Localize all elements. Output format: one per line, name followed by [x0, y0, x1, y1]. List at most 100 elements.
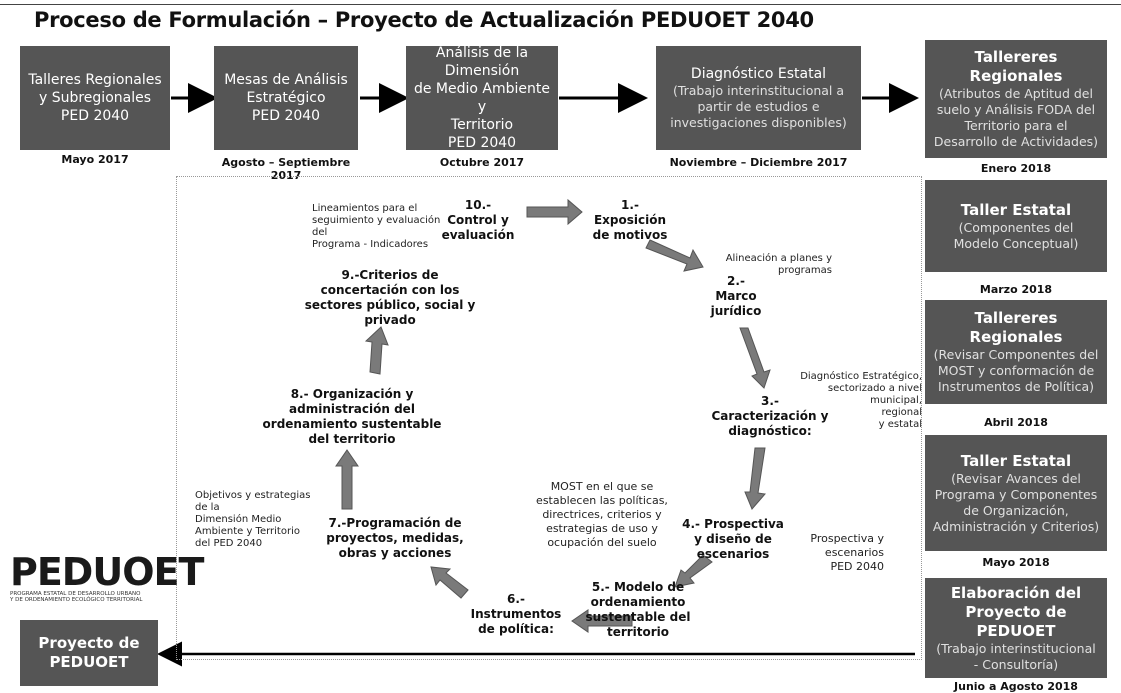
box-line: de Organización,: [963, 502, 1069, 518]
note-line: Programa - Indicadores: [312, 239, 429, 250]
box-diagnostico-estatal: Diagnóstico Estatal (Trabajo interinstit…: [656, 46, 861, 150]
step-line: y diseño de: [694, 532, 772, 546]
note-most: MOST en el que se establecen las polític…: [524, 480, 680, 550]
note-alineacion: Alineación a planes y programas: [712, 253, 832, 277]
step-line: sustentable del: [585, 610, 691, 624]
date-label: Enero 2018: [980, 162, 1052, 175]
step-7: 7.-Programación de proyectos, medidas, o…: [320, 516, 470, 561]
box-line: PEDUOET: [49, 653, 129, 671]
note-line: sectorizado a nivel municipal,: [827, 383, 922, 406]
note-line: estrategias de uso y: [546, 522, 658, 535]
note-line: Lineamientos para el: [312, 203, 418, 214]
note-line: Objetivos y estrategias: [195, 490, 311, 501]
note-line: Alineación a planes y: [725, 253, 832, 264]
box-heading: Elaboración del: [950, 583, 1082, 602]
peduoet-logo: PEDUOET PROGRAMA ESTATAL DE DESARROLLO U…: [10, 550, 204, 603]
box-line: Administración y Criterios): [932, 518, 1100, 534]
box-line: PED 2040: [251, 108, 321, 124]
step-line: de política:: [478, 622, 554, 636]
step-line: administración del: [289, 402, 415, 416]
logo-wordmark: PEDUOET: [10, 550, 204, 594]
step-line: de motivos: [592, 228, 668, 242]
box-heading: Tallereres Regionales: [969, 48, 1063, 85]
cycle-arrow-7-8: [335, 449, 359, 510]
note-line: ocupación del suelo: [547, 536, 657, 549]
note-line: establecen las políticas,: [536, 494, 668, 507]
note-line: Ambiente y Territorio: [195, 526, 300, 537]
box-heading: Taller Estatal: [960, 451, 1072, 470]
step-9: 9.-Criterios de concertación con los sec…: [300, 268, 480, 328]
date-label: Noviembre – Diciembre 2017: [669, 156, 848, 169]
note-line: escenarios: [824, 546, 884, 559]
box-line: investigaciones disponibles): [670, 115, 847, 130]
box-line: suelo y Análisis FODA del: [936, 102, 1096, 117]
note-line: PED 2040: [830, 560, 884, 573]
date-label: Junio a Agosto 2018: [954, 680, 1078, 693]
step-line: ordenamiento sustentable: [262, 417, 442, 431]
box-line: Modelo Conceptual): [953, 235, 1079, 251]
note-line: Dimensión Medio: [195, 514, 282, 525]
step-line: Marco: [715, 289, 757, 303]
box-elaboracion-proyecto: Elaboración del Proyecto de PEDUOET (Tra…: [925, 578, 1107, 678]
step-line: del territorio: [308, 432, 396, 446]
logo-caption: Y DE ORDENAMIENTO ECOLÓGICO TERRITORIAL: [10, 597, 143, 603]
note-line: MOST en el que se: [550, 480, 654, 493]
box-line: Desarrollo de Actividades): [933, 134, 1099, 149]
step-line: 9.-Criterios de: [341, 268, 439, 282]
box-line: - Consultoría): [973, 656, 1059, 672]
step-line: obras y acciones: [338, 546, 452, 560]
step-8: 8.- Organización y administración del or…: [262, 387, 442, 447]
box-line: (Atributos de Aptitud del: [939, 86, 1093, 101]
box-line: PED 2040: [447, 135, 517, 151]
box-line: Programa y Componentes: [934, 486, 1098, 502]
note-lineamientos: Lineamientos para el seguimiento y evalu…: [312, 203, 442, 251]
date-label: Agosto – Septiembre 2017: [221, 156, 351, 182]
box-line: Talleres Regionales: [28, 72, 162, 88]
box-line: (Componentes del: [958, 219, 1074, 235]
box-line: Estratégico: [246, 90, 326, 106]
step-line: 4.- Prospectiva: [682, 517, 784, 531]
step-6: 6.- Instrumentos de política:: [466, 592, 566, 637]
step-line: Caracterización y: [711, 409, 829, 423]
step-line: 3.-: [761, 394, 779, 408]
step-line: Exposición: [593, 213, 667, 227]
box-taller-estatal-mayo: Taller Estatal (Revisar Avances del Prog…: [925, 435, 1107, 551]
logo-caption: PROGRAMA ESTATAL DE DESARROLLO URBANO: [10, 591, 141, 597]
box-heading: Tallereres Regionales: [969, 309, 1063, 346]
cycle-arrow-3-4: [744, 447, 766, 510]
step-5: 5.- Modelo de ordenamiento sustentable d…: [578, 580, 698, 640]
step-line: privado: [364, 313, 416, 327]
step-4: 4.- Prospectiva y diseño de escenarios: [678, 517, 788, 562]
step-line: ordenamiento: [590, 595, 686, 609]
step-line: proyectos, medidas,: [326, 531, 464, 545]
note-line: directrices, criterios y: [542, 508, 662, 521]
step-line: 5.- Modelo de: [591, 580, 685, 594]
box-line: (Revisar Componentes del: [933, 347, 1099, 362]
step-3: 3.- Caracterización y diagnóstico:: [700, 394, 840, 439]
box-line: Territorio para el: [964, 118, 1068, 133]
cycle-arrow-6-7: [430, 566, 469, 599]
cycle-arrow-8-9: [364, 326, 389, 375]
box-line: Mesas de Análisis: [224, 72, 348, 88]
box-taller-estatal-marzo: Taller Estatal (Componentes del Modelo C…: [925, 180, 1107, 272]
cycle-arrow-5-6: [571, 609, 633, 633]
step-line: 1.-: [621, 198, 639, 212]
box-line: PED 2040: [60, 108, 130, 124]
box-talleres-regionales: Talleres Regionales y Subregionales PED …: [20, 46, 170, 150]
step-line: 7.-Programación de: [328, 516, 462, 530]
step-line: territorio: [606, 625, 670, 639]
box-line: (Trabajo interinstitucional: [936, 640, 1096, 656]
box-line: (Trabajo interinstitucional a: [672, 83, 845, 98]
step-line: concertación con los: [320, 283, 460, 297]
note-line: de la: [195, 502, 220, 513]
box-proyecto-peduoet: Proyecto de PEDUOET: [20, 620, 158, 686]
step-line: 8.- Organización y: [290, 387, 414, 401]
page-title: Proceso de Formulación – Proyecto de Act…: [34, 8, 814, 32]
step-line: 6.-: [507, 592, 525, 606]
note-line: programas: [777, 265, 832, 276]
step-line: 10.-: [464, 198, 492, 212]
box-heading: Taller Estatal: [960, 200, 1072, 219]
note-line: del PED 2040: [195, 538, 263, 549]
box-line: de Medio Ambiente y: [413, 81, 550, 115]
